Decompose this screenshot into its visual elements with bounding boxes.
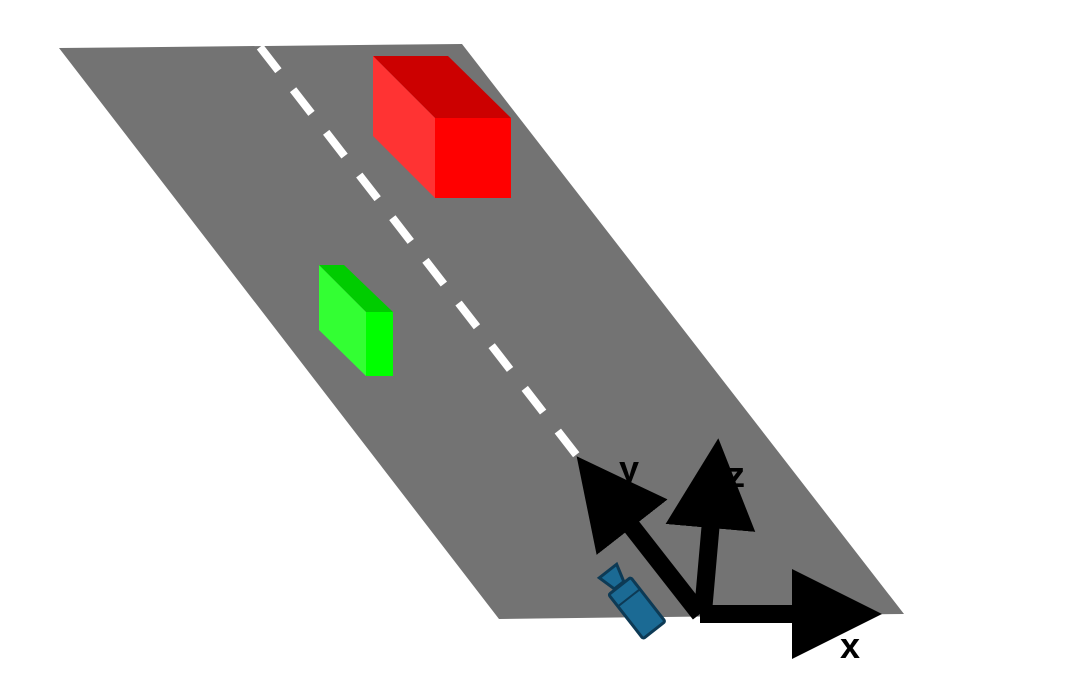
green-box-top-face [319,265,393,312]
camera-body-edge [617,588,641,608]
coordinate-axes: x y z [576,438,882,666]
red-box-vehicle [373,56,511,198]
green-box-side-face [319,265,366,376]
red-box-side-face [373,56,435,198]
y-axis-arrow [576,456,708,620]
z-axis-arrow [665,438,756,613]
green-box-vehicle [319,265,393,376]
camera-body [607,576,666,640]
red-box-top-face [373,56,511,118]
x-axis-label: x [840,625,860,666]
z-axis-label: z [727,454,745,495]
lane-center-dashed-line [256,44,606,491]
green-box-front-face [366,312,393,376]
y-axis-label: y [619,448,639,489]
red-box-front-face [435,118,511,198]
camera-icon [596,561,666,640]
